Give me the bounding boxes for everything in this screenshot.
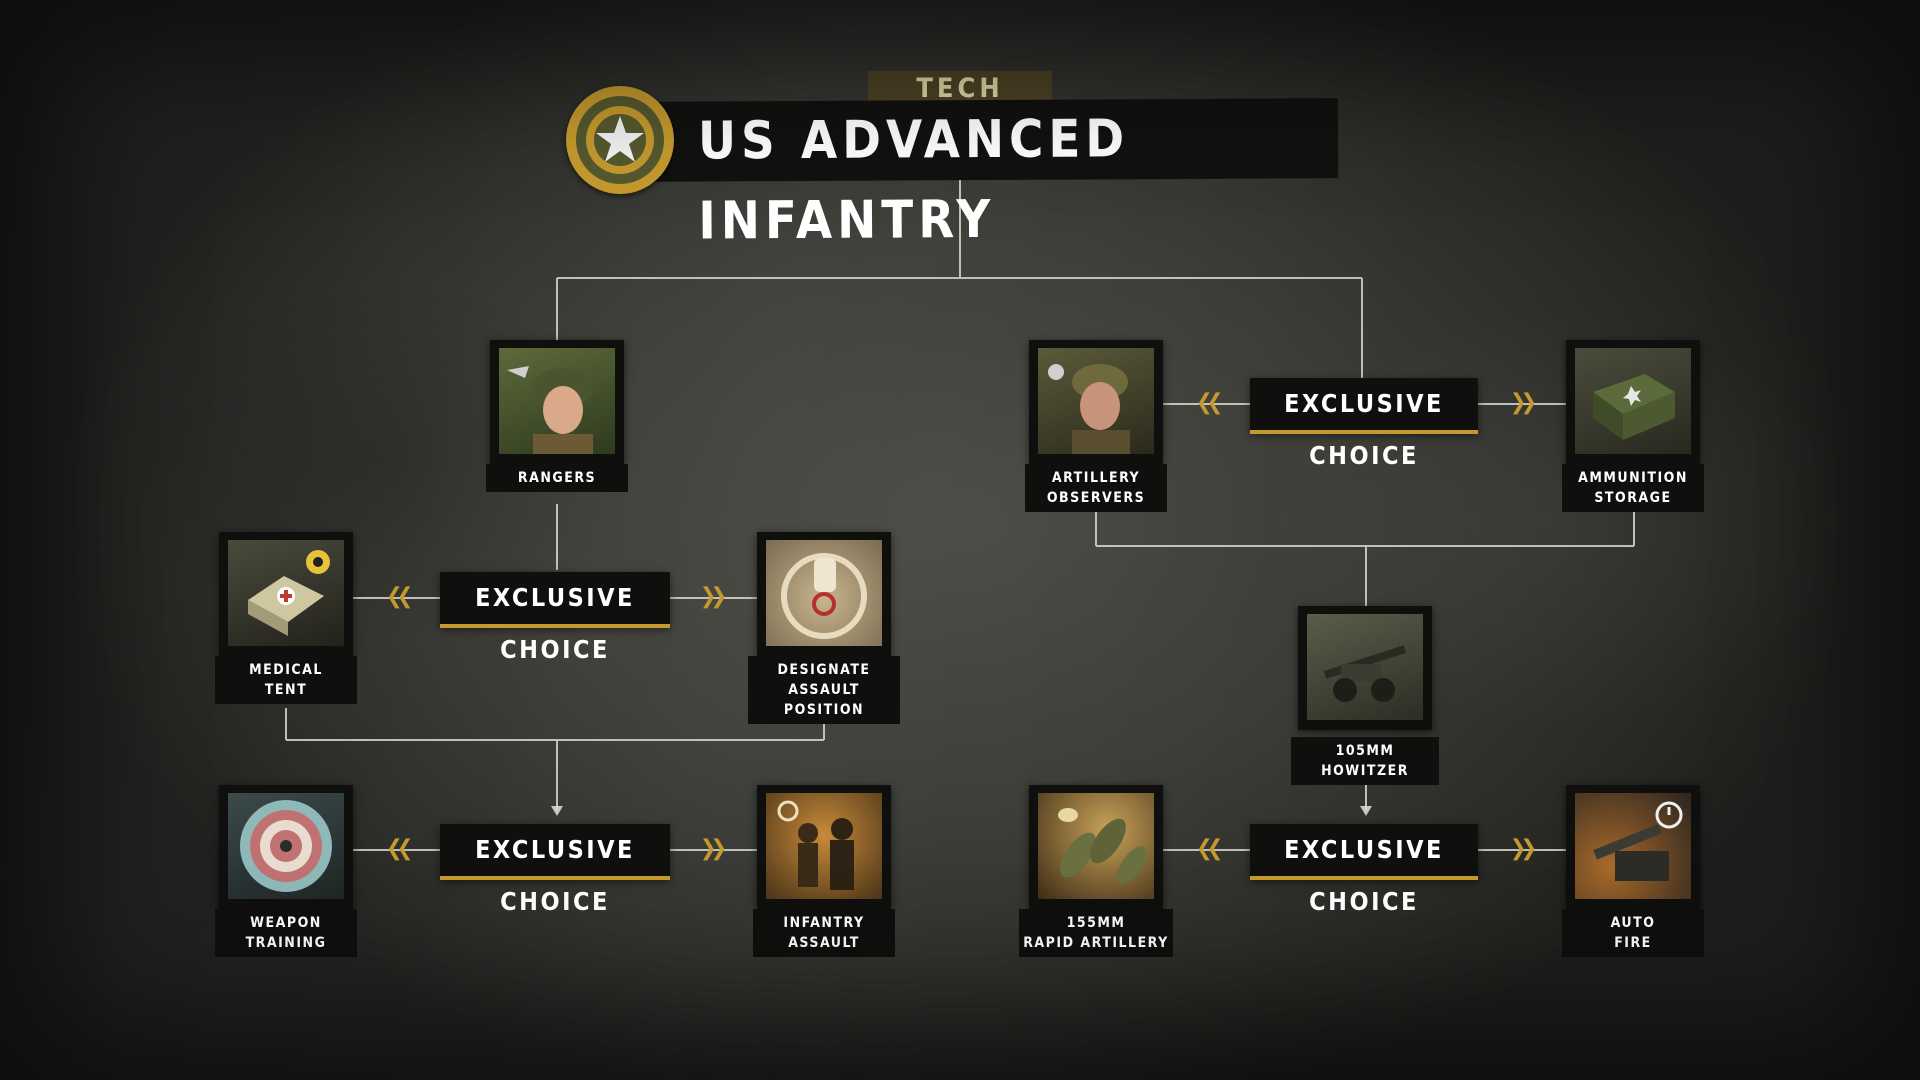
exclusive-choice-bottom-left: EXCLUSIVE CHOICE — [440, 824, 670, 916]
node-label-artillery-observers: ARTILLERY OBSERVERS — [1025, 464, 1167, 512]
node-label-weapon-training: WEAPON TRAINING — [215, 909, 357, 957]
arrow-right-icon: ❯❯ — [1510, 390, 1537, 415]
ammo-crate-icon — [1575, 348, 1691, 454]
node-artillery-observers[interactable] — [1029, 340, 1163, 464]
ranger-soldier-icon — [499, 348, 615, 454]
exclusive-choice-mid-left: EXCLUSIVE CHOICE — [440, 572, 670, 664]
arrow-right-icon: ❯❯ — [700, 836, 727, 861]
artillery-shells-icon — [1038, 793, 1154, 899]
page-title: US ADVANCED INFANTRY — [639, 98, 1339, 252]
node-105mm-howitzer[interactable] — [1298, 606, 1432, 730]
arrow-left-icon: ❮❮ — [386, 584, 413, 609]
faction-emblem-icon — [566, 86, 674, 194]
node-label-infantry-assault: INFANTRY ASSAULT — [753, 909, 895, 957]
assault-squad-icon — [766, 793, 882, 899]
node-auto-fire[interactable] — [1566, 785, 1700, 909]
node-infantry-assault[interactable] — [757, 785, 891, 909]
node-weapon-training[interactable] — [219, 785, 353, 909]
fist-target-icon — [766, 540, 882, 646]
node-label-155mm-rapid-artillery: 155MM RAPID ARTILLERY — [1019, 909, 1173, 957]
target-icon — [228, 793, 344, 899]
arrow-left-icon: ❮❮ — [1196, 390, 1223, 415]
arrow-right-icon: ❯❯ — [1510, 836, 1537, 861]
node-label-ammunition-storage: AMMUNITION STORAGE — [1562, 464, 1704, 512]
node-label-auto-fire: AUTO FIRE — [1562, 909, 1704, 957]
node-label-designate-assault-position: DESIGNATE ASSAULT POSITION — [748, 656, 900, 724]
star-icon — [586, 106, 654, 174]
exclusive-choice-top-right: EXCLUSIVE CHOICE — [1250, 378, 1478, 470]
artillery-observer-soldier-icon — [1038, 348, 1154, 454]
howitzer-icon — [1307, 614, 1423, 720]
medical-tent-icon — [228, 540, 344, 646]
node-designate-assault-position[interactable] — [757, 532, 891, 656]
exclusive-choice-bottom-right: EXCLUSIVE CHOICE — [1250, 824, 1478, 916]
gun-autofire-icon — [1575, 793, 1691, 899]
node-label-rangers: RANGERS — [486, 464, 628, 492]
node-155mm-rapid-artillery[interactable] — [1029, 785, 1163, 909]
node-rangers[interactable] — [490, 340, 624, 464]
node-medical-tent[interactable] — [219, 532, 353, 656]
node-label-medical-tent: MEDICAL TENT — [215, 656, 357, 704]
arrow-left-icon: ❮❮ — [386, 836, 413, 861]
node-ammunition-storage[interactable] — [1566, 340, 1700, 464]
node-label-105mm-howitzer: 105MM HOWITZER — [1291, 737, 1439, 785]
arrow-right-icon: ❯❯ — [700, 584, 727, 609]
arrow-left-icon: ❮❮ — [1196, 836, 1223, 861]
